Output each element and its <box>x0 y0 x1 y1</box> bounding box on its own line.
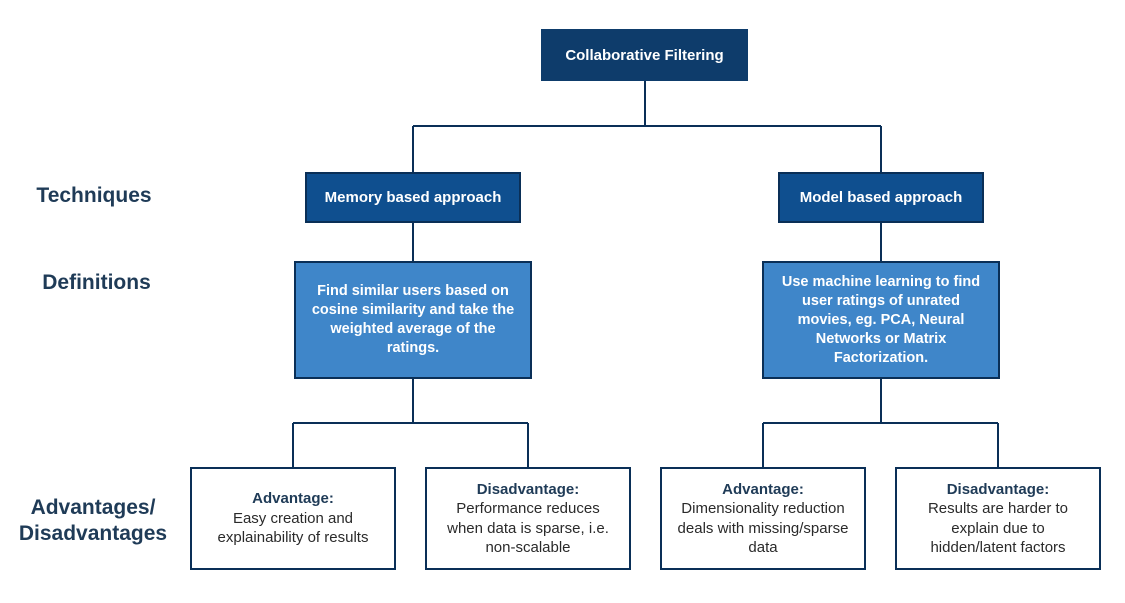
model-advantage-title: Advantage: <box>722 480 804 498</box>
memory-disadvantage-title: Disadvantage: <box>476 480 580 498</box>
row-label-definitions: Definitions <box>42 271 151 294</box>
model-disadvantage-node: Disadvantage: Results are harder to expl… <box>895 467 1101 570</box>
root-node: Collaborative Filtering <box>541 29 748 81</box>
memory-definition-text: Find similar users based on cosine simil… <box>311 283 515 356</box>
model-technique-label: Model based approach <box>799 189 963 206</box>
model-definition-node: Use machine learning to find user rating… <box>762 261 1000 379</box>
row-label-techniques: Techniques <box>36 184 152 207</box>
memory-advantage-text: Easy creation and explainability of resu… <box>217 509 369 547</box>
memory-definition-node: Find similar users based on cosine simil… <box>294 261 532 379</box>
model-definition-text: Use machine learning to find user rating… <box>781 273 981 366</box>
row-label-advantages-line1: Advantages/ <box>30 496 156 519</box>
model-advantage-node: Advantage: Dimensionality reduction deal… <box>660 467 866 570</box>
model-disadvantage-title: Disadvantage: <box>946 480 1050 498</box>
row-label-advantages: Advantages/ Disadvantages <box>8 495 178 547</box>
memory-advantage-node: Advantage: Easy creation and explainabil… <box>190 467 396 570</box>
model-technique-node: Model based approach <box>778 172 984 223</box>
model-disadvantage-text: Results are harder to explain due to hid… <box>927 500 1069 556</box>
memory-technique-label: Memory based approach <box>324 189 502 206</box>
root-node-label: Collaborative Filtering <box>565 46 724 64</box>
memory-technique-node: Memory based approach <box>305 172 521 223</box>
row-label-advantages-line2: Disadvantages <box>18 522 168 545</box>
memory-advantage-title: Advantage: <box>252 490 334 508</box>
memory-disadvantage-text: Performance reduces when data is sparse,… <box>447 500 609 556</box>
memory-disadvantage-node: Disadvantage: Performance reduces when d… <box>425 467 631 570</box>
model-advantage-text: Dimensionality reduction deals with miss… <box>677 500 849 556</box>
